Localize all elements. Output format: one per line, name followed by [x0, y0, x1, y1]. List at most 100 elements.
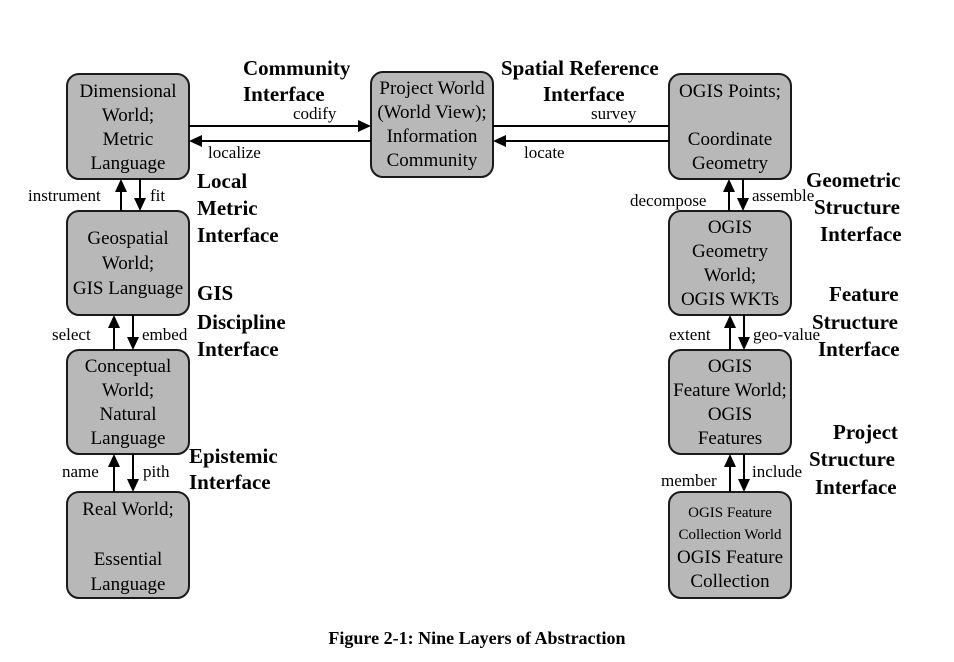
geo-value-label: geo-value [753, 325, 820, 344]
gis-discipline-interface-line-2: Discipline [197, 310, 286, 334]
ogis-geometry-line-3: World; [704, 265, 756, 286]
local-metric-interface-line-3: Interface [197, 223, 279, 247]
local-metric-interface-label: Local Metric Interface [197, 169, 279, 247]
conceptual-line-3: Natural [100, 404, 157, 425]
feature-structure-interface-label: Feature Structure Interface [812, 282, 900, 361]
geospatial-world-box: Geospatial World; GIS Language [66, 210, 190, 316]
pith-label: pith [143, 462, 170, 481]
figure-caption: Figure 2-1: Nine Layers of Abstraction [328, 628, 625, 648]
instrument-arrow [115, 179, 127, 211]
ogis-collection-line-2: Collection World [678, 527, 782, 543]
epistemic-interface-line-1: Epistemic [189, 444, 278, 468]
conceptual-line-2: World; [102, 380, 154, 401]
geo-value-arrow [738, 315, 750, 350]
real-world-box: Real World; Essential Language [66, 491, 190, 599]
codify-arrow [189, 120, 371, 132]
select-arrow [108, 315, 120, 350]
geometric-structure-interface-line-1: Geometric [806, 168, 900, 192]
locate-label: locate [524, 143, 565, 162]
ogis-points-line-4: Geometry [692, 153, 768, 174]
ogis-geometry-line-4: OGIS WKTs [681, 289, 779, 310]
project-line-4: Community [387, 150, 478, 171]
ogis-feature-line-3: OGIS [708, 404, 752, 425]
gis-discipline-interface-line-1: GIS [197, 281, 233, 305]
dimensional-line-3: Metric [103, 129, 154, 150]
community-interface-line-2: Interface [243, 82, 325, 106]
feature-structure-interface-line-1: Feature [829, 282, 899, 306]
locate-arrow [493, 135, 669, 147]
conceptual-line-4: Language [91, 428, 166, 449]
project-structure-interface-label: Project Structure Interface [809, 420, 898, 499]
project-structure-interface-line-2: Structure [809, 447, 895, 471]
fit-label: fit [150, 186, 165, 205]
dimensional-line-2: World; [102, 105, 154, 126]
assemble-label: assemble [752, 186, 814, 205]
geospatial-line-2: World; [102, 253, 154, 274]
ogis-points-box: OGIS Points; Coordinate Geometry [668, 73, 792, 180]
geometric-structure-interface-line-2: Structure [814, 195, 900, 219]
project-line-2: (World View); [377, 102, 486, 123]
spatial-reference-interface-line-2: Interface [543, 82, 625, 106]
geospatial-line-3: GIS Language [73, 278, 183, 299]
instrument-label: instrument [28, 186, 101, 205]
conceptual-line-1: Conceptual [85, 356, 172, 377]
project-structure-interface-line-3: Interface [815, 475, 897, 499]
geospatial-line-1: Geospatial [87, 228, 168, 249]
decompose-label: decompose [630, 191, 706, 210]
project-structure-interface-line-1: Project [833, 420, 898, 444]
community-interface-line-1: Community [243, 56, 351, 80]
ogis-feature-line-4: Features [698, 428, 762, 449]
assemble-arrow [737, 179, 749, 211]
ogis-points-line-3: Coordinate [688, 129, 772, 150]
extent-label: extent [669, 325, 711, 344]
project-line-3: Information [387, 126, 478, 147]
real-line-3: Essential [94, 549, 163, 570]
member-arrow [724, 454, 736, 492]
ogis-geometry-line-1: OGIS [708, 217, 752, 238]
localize-label: localize [208, 143, 261, 162]
survey-label: survey [591, 104, 637, 123]
extent-arrow [724, 315, 736, 350]
real-line-4: Language [91, 574, 166, 595]
spatial-reference-interface-label: Spatial Reference Interface [501, 56, 659, 106]
dimensional-line-1: Dimensional [79, 81, 176, 102]
decompose-arrow [723, 179, 735, 211]
local-metric-interface-line-2: Metric [197, 196, 258, 220]
member-label: member [661, 471, 717, 490]
name-label: name [62, 462, 99, 481]
fit-arrow [134, 179, 146, 211]
feature-structure-interface-line-2: Structure [812, 310, 898, 334]
gis-discipline-interface-label: GIS Discipline Interface [197, 281, 286, 361]
feature-structure-interface-line-3: Interface [818, 337, 900, 361]
project-line-1: Project World [379, 78, 485, 99]
codify-label: codify [293, 104, 337, 123]
ogis-feature-box: OGIS Feature World; OGIS Features [668, 349, 792, 455]
ogis-geometry-line-2: Geometry [692, 241, 768, 262]
ogis-collection-line-4: Collection [690, 571, 770, 592]
project-world-box: Project World (World View); Information … [370, 71, 494, 178]
ogis-feature-line-2: Feature World; [673, 380, 787, 401]
include-arrow [738, 454, 750, 492]
epistemic-interface-label: Epistemic Interface [189, 444, 278, 494]
include-label: include [752, 462, 802, 481]
ogis-points-line-1: OGIS Points; [679, 81, 781, 102]
community-interface-label: Community Interface [243, 56, 351, 106]
local-metric-interface-line-1: Local [197, 169, 247, 193]
epistemic-interface-line-2: Interface [189, 470, 271, 494]
pith-arrow [127, 454, 139, 492]
ogis-feature-line-1: OGIS [708, 356, 752, 377]
gis-discipline-interface-line-3: Interface [197, 337, 279, 361]
conceptual-world-box: Conceptual World; Natural Language [66, 349, 190, 455]
select-label: select [52, 325, 91, 344]
dimensional-line-4: Language [91, 153, 166, 174]
embed-arrow [127, 315, 139, 350]
ogis-geometry-box: OGIS Geometry World; OGIS WKTs [668, 210, 792, 316]
name-arrow [108, 454, 120, 492]
ogis-collection-line-3: OGIS Feature [677, 547, 783, 568]
embed-label: embed [142, 325, 188, 344]
ogis-collection-line-1: OGIS Feature [688, 505, 772, 521]
ogis-collection-box: OGIS Feature Collection World OGIS Featu… [668, 491, 792, 599]
spatial-reference-interface-line-1: Spatial Reference [501, 56, 659, 80]
geometric-structure-interface-line-3: Interface [820, 222, 902, 246]
